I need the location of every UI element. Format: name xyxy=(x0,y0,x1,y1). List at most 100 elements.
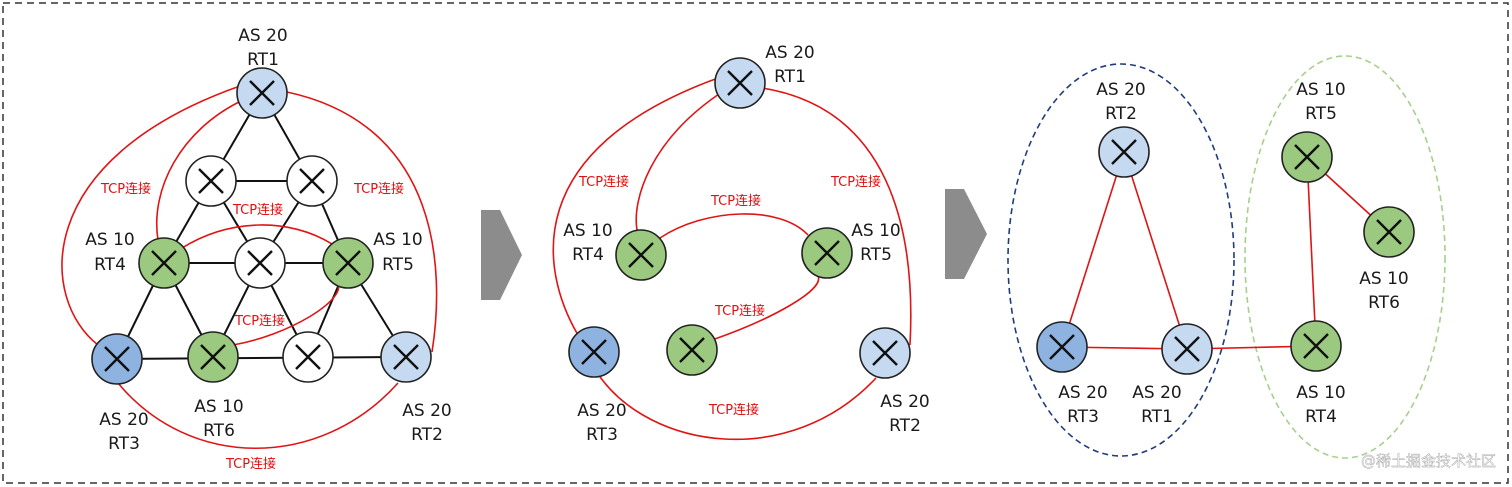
node-p1-rt4 xyxy=(138,237,190,289)
panel-3-links xyxy=(1061,151,1390,350)
panel-1-full-mesh: AS 20 RT1 AS 10 RT4 AS 10 RT5 AS 20 RT3 … xyxy=(61,26,452,472)
label-p3-rt4-as: AS 10 xyxy=(1296,383,1345,403)
tcp-label: TCP连接 xyxy=(714,303,765,319)
cross-icon xyxy=(581,339,607,365)
cross-icon xyxy=(299,168,325,194)
tcp-label: TCP连接 xyxy=(708,402,759,418)
tcp-label: TCP连接 xyxy=(353,181,404,197)
panel-1-tcp-sessions xyxy=(61,85,438,449)
cross-icon xyxy=(1174,336,1200,362)
cross-icon xyxy=(200,344,226,370)
as10-group-outline xyxy=(1244,55,1446,459)
node-p2-rt6 xyxy=(666,324,718,376)
transition-arrow-1-body xyxy=(481,213,518,297)
label-p1-rt5-as: AS 10 xyxy=(373,230,422,250)
cross-icon xyxy=(393,344,419,370)
cross-icon xyxy=(1303,333,1329,359)
node-p2-rt1 xyxy=(714,57,766,109)
tcp-label: TCP连接 xyxy=(578,174,629,190)
panel-2-tcp-sessions xyxy=(552,77,912,441)
label-p3-rt6-name: RT6 xyxy=(1368,293,1400,313)
node-p3-rt3 xyxy=(1036,321,1088,373)
label-p2-rt5-as: AS 10 xyxy=(851,221,900,241)
cross-icon xyxy=(151,250,177,276)
cross-icon xyxy=(1111,139,1137,165)
tcp-label: TCP连接 xyxy=(225,456,276,472)
node-p1-rt5 xyxy=(322,237,374,289)
cross-icon xyxy=(198,168,224,194)
node-p1-relay-center xyxy=(234,237,286,289)
label-p1-rt1-name: RT1 xyxy=(247,50,279,70)
label-p3-rt2-as: AS 20 xyxy=(1096,80,1145,100)
label-p3-rt1-name: RT1 xyxy=(1141,407,1173,427)
label-p3-rt2-name: RT2 xyxy=(1105,104,1137,124)
label-p2-rt3-name: RT3 xyxy=(586,425,618,445)
label-p3-rt3-as: AS 20 xyxy=(1058,383,1107,403)
cross-icon xyxy=(335,250,361,276)
node-p1-rt6 xyxy=(187,331,239,383)
label-p3-rt6-as: AS 10 xyxy=(1359,269,1408,289)
tcp-label: TCP连接 xyxy=(232,202,283,218)
cross-icon xyxy=(628,242,654,268)
tcp-label: TCP连接 xyxy=(100,181,151,197)
cross-icon xyxy=(1049,334,1075,360)
node-p2-rt5 xyxy=(801,227,853,279)
label-p2-rt4-as: AS 10 xyxy=(563,221,612,241)
label-p2-rt2-name: RT2 xyxy=(889,416,921,436)
node-p1-rt2 xyxy=(380,331,432,383)
node-p3-rt1 xyxy=(1161,323,1213,375)
label-p1-rt4-name: RT4 xyxy=(94,255,126,275)
label-p3-rt5-name: RT5 xyxy=(1305,104,1337,124)
node-p1-rt3 xyxy=(91,333,143,385)
as20-group-outline xyxy=(1007,63,1235,457)
label-p1-rt5-name: RT5 xyxy=(382,255,414,275)
label-p1-rt2-as: AS 20 xyxy=(402,401,451,421)
node-p1-relay-bottom xyxy=(282,331,334,383)
label-p1-rt4-as: AS 10 xyxy=(85,230,134,250)
node-p1-relay-left xyxy=(185,155,237,207)
cross-icon xyxy=(247,250,273,276)
tcp-label: TCP连接 xyxy=(710,193,761,209)
node-p3-rt5 xyxy=(1281,131,1333,183)
node-p2-rt4 xyxy=(615,229,667,281)
transition-arrow-2 xyxy=(945,189,987,279)
panel-2-logical-sessions: AS 20 RT1 AS 10 RT4 AS 10 RT5 AS 20 RT3 … xyxy=(552,43,930,445)
cross-icon xyxy=(872,340,898,366)
label-p1-rt2-name: RT2 xyxy=(411,425,443,445)
label-p1-rt6-name: RT6 xyxy=(203,421,235,441)
node-p3-rt2 xyxy=(1098,126,1150,178)
label-p2-rt3-as: AS 20 xyxy=(577,401,626,421)
label-p2-rt2-as: AS 20 xyxy=(880,392,929,412)
cross-icon xyxy=(295,344,321,370)
label-p2-rt1-as: AS 20 xyxy=(765,43,814,63)
cross-icon xyxy=(1376,219,1402,245)
label-p3-rt1-as: AS 20 xyxy=(1132,383,1181,403)
tcp-label: TCP连接 xyxy=(234,313,285,329)
label-p3-rt3-name: RT3 xyxy=(1067,407,1099,427)
node-p2-rt3 xyxy=(568,326,620,378)
node-p2-rt2 xyxy=(859,327,911,379)
node-p1-rt1 xyxy=(236,67,288,119)
node-p1-relay-right xyxy=(286,155,338,207)
cross-icon xyxy=(679,337,705,363)
label-p3-rt5-as: AS 10 xyxy=(1296,80,1345,100)
label-p1-rt3-name: RT3 xyxy=(108,434,140,454)
cross-icon xyxy=(1294,144,1320,170)
label-p1-rt1-as: AS 20 xyxy=(238,26,287,46)
cross-icon xyxy=(814,240,840,266)
node-p3-rt6 xyxy=(1363,206,1415,258)
cross-icon xyxy=(104,346,130,372)
label-p2-rt5-name: RT5 xyxy=(860,245,892,265)
panel-3-as-groups: AS 20 RT2 AS 20 RT3 AS 20 RT1 AS 10 RT5 … xyxy=(1007,55,1446,459)
label-p2-rt1-name: RT1 xyxy=(774,67,806,87)
label-p2-rt4-name: RT4 xyxy=(572,245,604,265)
label-p3-rt4-name: RT4 xyxy=(1305,407,1337,427)
cross-icon xyxy=(727,70,753,96)
tcp-label: TCP连接 xyxy=(830,174,881,190)
label-p1-rt3-as: AS 20 xyxy=(99,410,148,430)
cross-icon xyxy=(249,80,275,106)
label-p1-rt6-as: AS 10 xyxy=(194,397,243,417)
node-p3-rt4 xyxy=(1290,320,1342,372)
